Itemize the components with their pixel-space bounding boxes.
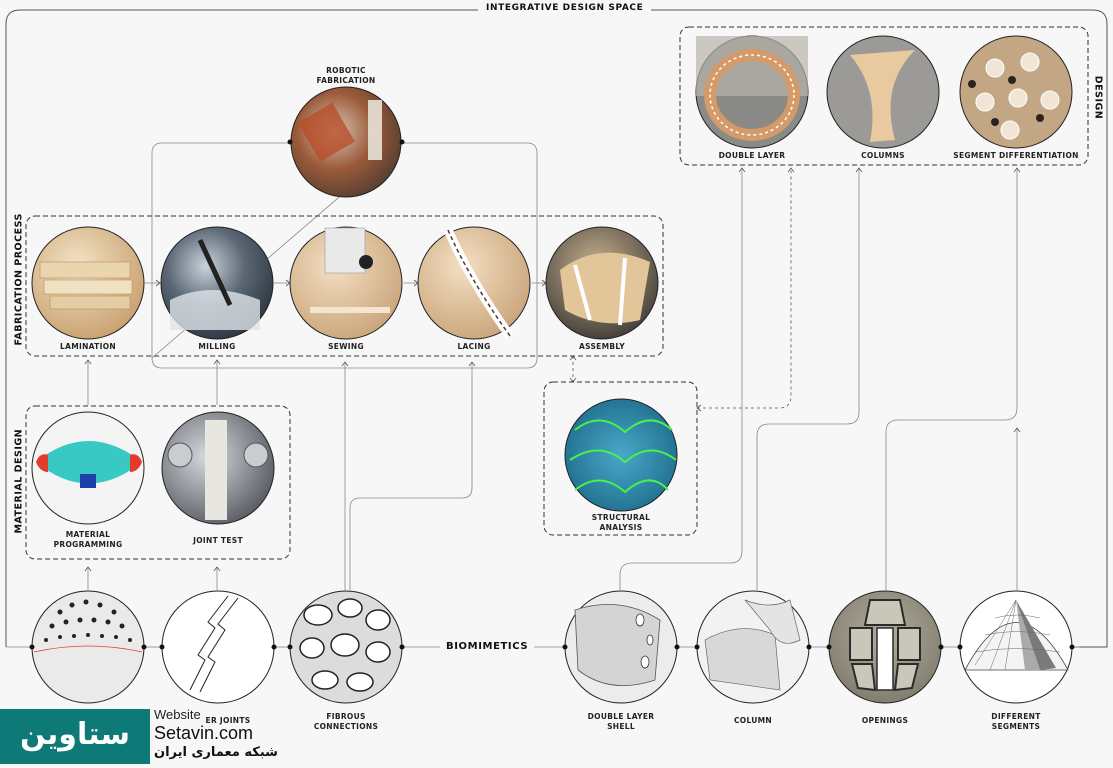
- label-double-layer: DOUBLE LAYER: [718, 151, 786, 160]
- label-milling: MILLING: [198, 342, 236, 351]
- circle-assembly: [545, 226, 659, 340]
- label-bio-segments: DIFFERENT SEGMENTS: [991, 712, 1041, 731]
- circle-lacing: [417, 226, 531, 340]
- label-robotic-fabrication: ROBOTIC FABRICATION: [316, 66, 376, 85]
- circle-bio-openings: [826, 590, 944, 704]
- label-lamination: LAMINATION: [60, 342, 116, 351]
- label-assembly: ASSEMBLY: [578, 342, 625, 351]
- connection-lines: [6, 142, 1080, 648]
- watermark-website: Setavin.com: [154, 723, 254, 743]
- section-material-label: MATERIAL DESIGN: [13, 428, 25, 534]
- circle-bio-joints: [159, 590, 277, 704]
- label-sewing: SEWING: [328, 342, 364, 351]
- material-box: [25, 405, 291, 560]
- arrowheads: [84, 167, 1021, 572]
- dashed-links: [572, 168, 792, 409]
- label-columns: COLUMNS: [861, 151, 905, 160]
- circle-bio-column: [694, 590, 812, 704]
- label-bio-column: COLUMN: [733, 716, 773, 725]
- label-lacing: LACING: [457, 342, 491, 351]
- label-bio-openings: OPENINGS: [861, 716, 909, 725]
- group-boxes: [25, 26, 1089, 560]
- watermark-tagline: شبکه معماری ایران: [154, 745, 278, 760]
- circle-bio-fibrous: [287, 590, 405, 704]
- circle-joint-test: [161, 411, 275, 525]
- label-bio-fibrous: FIBROUS CONNECTIONS: [313, 712, 379, 731]
- section-biomimetics-label: BIOMIMETICS: [440, 641, 535, 652]
- circle-bio-shell: [562, 590, 680, 704]
- circle-columns: [826, 35, 940, 149]
- circle-double-layer: [695, 35, 809, 149]
- label-bio-shell: DOUBLE LAYER SHELL: [587, 712, 655, 731]
- circle-material-programming: [31, 411, 145, 525]
- page-title: INTEGRATIVE DESIGN SPACE: [478, 3, 652, 13]
- circle-milling: [160, 226, 274, 340]
- watermark-logo-box: ستاوین: [0, 709, 150, 764]
- label-joint-test: JOINT TEST: [193, 536, 243, 545]
- circle-lamination: [31, 226, 145, 340]
- circle-robotic: [287, 86, 405, 198]
- watermark-logo-text: ستاوین: [20, 717, 130, 752]
- label-structural-analysis: STRUCTURAL ANALYSIS: [591, 513, 651, 532]
- design-box: [679, 26, 1089, 166]
- label-bio-joints: ER JOINTS: [205, 716, 251, 725]
- watermark-website-label: Website: [154, 707, 201, 722]
- section-design-label: DESIGN: [1092, 75, 1104, 120]
- circle-bio-segments: [957, 590, 1075, 704]
- label-segment-differentiation: SEGMENT DIFFERENTIATION: [953, 151, 1079, 160]
- label-material-programming: MATERIAL PROGRAMMING: [53, 530, 123, 549]
- section-fabrication-label: FABRICATION PROCESS: [13, 213, 25, 346]
- circle-sewing: [289, 226, 403, 340]
- circle-segment-differentiation: [959, 35, 1073, 149]
- watermark: ستاوین Website Setavin.com شبکه معماری ا…: [0, 707, 290, 768]
- circle-bio-fiber: [29, 590, 147, 704]
- outer-frame: [5, 9, 1108, 648]
- analysis-box: [543, 381, 698, 536]
- circle-structural-analysis: [564, 398, 678, 512]
